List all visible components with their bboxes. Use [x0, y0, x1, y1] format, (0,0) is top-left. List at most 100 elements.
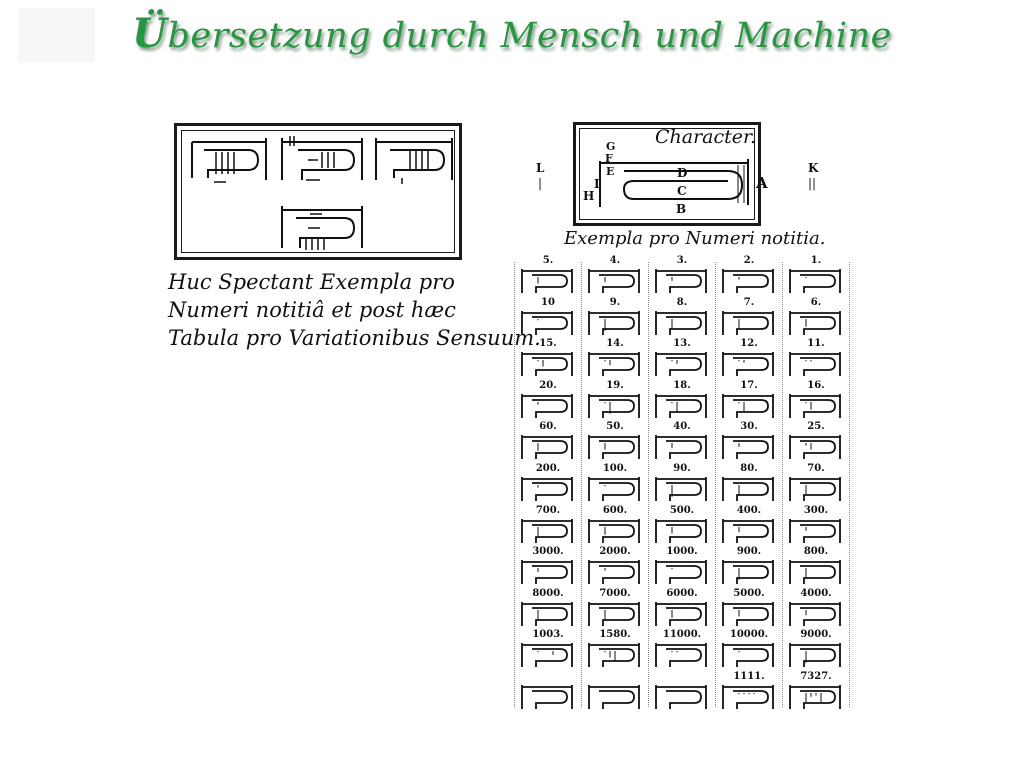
numeral-cell: 7327.	[788, 671, 844, 711]
numeral-glyph	[521, 560, 573, 585]
numeral-cell: 30.	[721, 421, 777, 461]
numeral-cell	[587, 671, 643, 711]
numeral-glyph	[588, 352, 640, 377]
letter-a: A	[756, 174, 768, 192]
numeral-cell: 1111.	[721, 671, 777, 711]
numeral-cell: 14.	[587, 338, 643, 378]
numeral-glyph	[521, 435, 573, 460]
numeral-cell: 11.	[788, 338, 844, 378]
numeral-label: 80.	[740, 463, 758, 474]
numeral-cell: 700.	[520, 505, 576, 545]
numeral-label: 90.	[673, 463, 691, 474]
numeral-label: 50.	[606, 421, 624, 433]
numeral-glyph	[521, 643, 573, 668]
numeral-label: 1.	[810, 255, 822, 266]
numeral-cell	[654, 671, 710, 711]
numeral-label: 400.	[736, 504, 762, 516]
numeral-label: 700.	[535, 504, 561, 516]
numeral-label: 6.	[810, 296, 822, 308]
numeral-label: 1000.	[666, 546, 698, 558]
numeral-cell: 500.	[654, 505, 710, 545]
numeral-cell: 15.	[520, 338, 576, 378]
numeral-label: 40.	[673, 421, 691, 433]
letter-h: H	[583, 189, 595, 203]
numeral-label: 19.	[606, 379, 624, 391]
glyph-example-2	[281, 136, 363, 181]
corner-placeholder	[18, 8, 95, 62]
numeral-glyph	[521, 310, 573, 335]
numeral-cell: 6.	[788, 297, 844, 337]
numeral-cell	[520, 671, 576, 711]
numeral-cell: 6000.	[654, 588, 710, 628]
letter-b: B	[676, 202, 687, 216]
numeral-glyph	[789, 435, 841, 460]
numeral-label: 30.	[740, 421, 758, 433]
numeral-cell: 10	[520, 297, 576, 337]
numeral-cell: 9000.	[788, 629, 844, 669]
latin-caption: Huc Spectant Exempla pro Numeri notitiâ …	[168, 268, 541, 352]
numeral-label: 1111.	[733, 671, 765, 682]
numeral-label: 60.	[539, 421, 557, 433]
numeral-glyph	[722, 643, 774, 668]
numeral-label: 1003.	[532, 629, 564, 641]
numeral-glyph	[588, 435, 640, 460]
numeral-cell: 200.	[520, 463, 576, 503]
numeral-label: 2000.	[599, 546, 631, 558]
exempla-title: Exempla pro Numeri notitia.	[564, 228, 826, 249]
numeral-glyph	[521, 685, 573, 709]
examples-frame-inner	[181, 130, 455, 253]
examples-frame	[174, 123, 462, 260]
numeral-label: 3.	[676, 255, 688, 266]
numeral-label: 17.	[740, 379, 758, 391]
numeral-label: 20.	[539, 379, 557, 391]
numeral-cell: 2.	[721, 255, 777, 295]
numeral-cell: 4.	[587, 255, 643, 295]
numeral-label: 18.	[673, 379, 691, 391]
numeral-glyph	[655, 435, 707, 460]
numeral-glyph	[655, 393, 707, 418]
numeral-label: 8.	[676, 296, 688, 308]
numeral-glyph	[655, 685, 707, 709]
latin-caption-line-3: Tabula pro Variationibus Sensuum.	[168, 326, 541, 350]
numeral-glyph	[521, 518, 573, 543]
numeral-glyph	[521, 393, 573, 418]
numeral-glyph	[789, 685, 841, 709]
numeral-label: 900.	[736, 546, 762, 558]
letter-l: L	[536, 161, 545, 175]
numeral-cell: 1003.	[520, 629, 576, 669]
numeral-glyph	[789, 518, 841, 543]
numeral-cell: 40.	[654, 421, 710, 461]
numeral-cell: 8.	[654, 297, 710, 337]
latin-caption-line-1: Huc Spectant Exempla pro	[168, 270, 455, 294]
numeral-glyph	[655, 269, 707, 293]
numeral-cell: 60.	[520, 421, 576, 461]
numeral-cell: 300.	[788, 505, 844, 545]
column-guide	[648, 262, 649, 707]
numeral-glyph	[722, 310, 774, 335]
numeral-label: 1580.	[599, 629, 631, 641]
numeral-label: 5000.	[733, 587, 765, 599]
numeral-glyph	[588, 269, 640, 293]
numeral-label: 10	[541, 296, 555, 308]
letter-k: K	[808, 161, 819, 175]
numeral-cell: 19.	[587, 380, 643, 420]
numeral-glyph	[722, 601, 774, 626]
column-guide	[715, 262, 716, 707]
numeral-cell: 25.	[788, 421, 844, 461]
numeral-glyph	[588, 477, 640, 501]
numeral-cell: 10000.	[721, 629, 777, 669]
numeral-glyph	[722, 269, 774, 293]
numeral-glyph	[789, 643, 841, 668]
numeral-cell: 7.	[721, 297, 777, 337]
numeral-label: 13.	[673, 338, 691, 350]
l-mark: |	[538, 176, 543, 190]
numeral-cell: 900.	[721, 546, 777, 586]
numeral-cell: 8000.	[520, 588, 576, 628]
numeral-glyph	[588, 601, 640, 626]
numeral-label: 7.	[743, 296, 755, 308]
numeral-cell: 5000.	[721, 588, 777, 628]
numeral-label: 12.	[740, 338, 758, 350]
k-mark: ||	[808, 176, 817, 190]
numeral-glyph	[722, 560, 774, 585]
numeral-glyph	[789, 352, 841, 377]
